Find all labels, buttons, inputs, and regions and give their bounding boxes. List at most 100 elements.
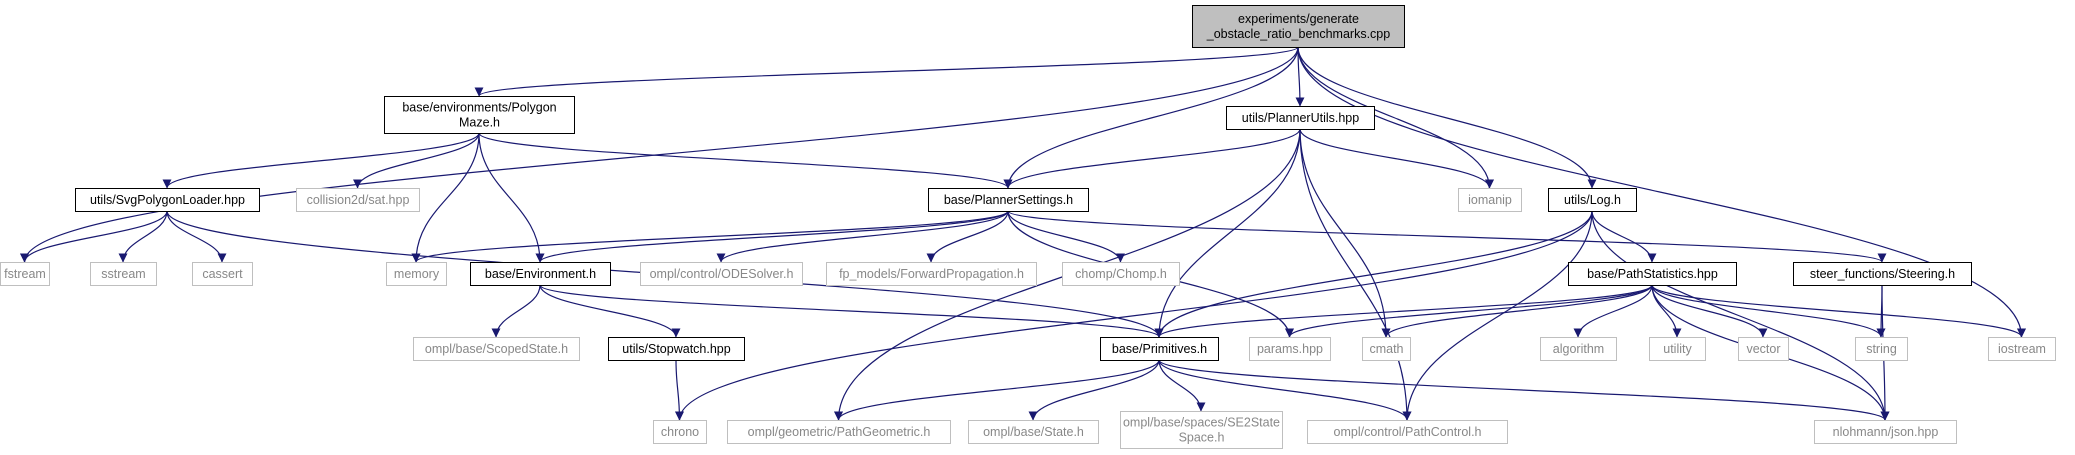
node-box	[1738, 337, 1789, 361]
node-box	[640, 262, 803, 286]
node-chrono: chrono	[653, 420, 707, 444]
node-label: iostream	[1998, 342, 2046, 356]
node-box	[1192, 5, 1405, 48]
node-root[interactable]: experiments/generate_obstacle_ratio_benc…	[1192, 5, 1405, 48]
node-label: nlohmann/json.hpp	[1833, 425, 1939, 439]
edge-planner-settings-to-steering	[1007, 210, 1887, 263]
edge-planner-settings-to-memory	[411, 210, 1009, 263]
edge-planner-utils-to-path-control	[1299, 128, 1412, 421]
edge-planner-utils-to-primitives	[1154, 128, 1301, 338]
node-box	[928, 188, 1089, 212]
edge-root-to-iostream	[1297, 46, 2026, 338]
edge-svg-loader-to-cassert	[166, 210, 227, 263]
edge-root-to-iomanip	[1297, 46, 1494, 189]
edge-polygon-maze-to-planner-settings	[478, 132, 1013, 189]
edge-stopwatch-to-chrono	[674, 359, 684, 421]
node-label: _obstacle_ratio_benchmarks.cpp	[1206, 27, 1390, 41]
node-planner-utils[interactable]: utils/PlannerUtils.hpp	[1226, 106, 1375, 130]
node-label: iomanip	[1468, 193, 1512, 207]
node-primitives[interactable]: base/Primitives.h	[1100, 337, 1219, 361]
node-box	[470, 262, 611, 286]
node-box	[1249, 337, 1331, 361]
node-utility: utility	[1649, 337, 1706, 361]
node-box	[1062, 262, 1180, 286]
node-label: chomp/Chomp.h	[1075, 267, 1167, 281]
node-box	[386, 262, 447, 286]
node-box	[1793, 262, 1972, 286]
node-label: utils/SvgPolygonLoader.hpp	[90, 193, 245, 207]
node-box	[90, 262, 157, 286]
node-box	[727, 420, 951, 444]
node-label: utils/Stopwatch.hpp	[622, 342, 730, 356]
edge-planner-settings-to-odesolver	[716, 210, 1009, 263]
node-planner-settings[interactable]: base/PlannerSettings.h	[928, 188, 1089, 212]
edge-primitives-to-path-geometric	[834, 359, 1160, 421]
node-sat: collision2d/sat.hpp	[296, 188, 420, 212]
edge-path-stats-to-algorithm	[1573, 284, 1653, 338]
node-cassert: cassert	[192, 262, 253, 286]
edge-polygon-maze-to-memory	[411, 132, 480, 263]
node-label: base/environments/Polygon	[402, 101, 556, 115]
node-box	[653, 420, 707, 444]
edge-polygon-maze-to-environment	[478, 132, 545, 263]
node-box	[296, 188, 420, 212]
node-chomp: chomp/Chomp.h	[1062, 262, 1180, 286]
edge-path-stats-to-cmath	[1381, 284, 1653, 338]
node-box	[75, 188, 260, 212]
node-path-stats[interactable]: base/PathStatistics.hpp	[1568, 262, 1737, 286]
node-box	[1100, 337, 1219, 361]
node-box	[1458, 188, 1522, 212]
edge-log-to-path-control	[1402, 210, 1593, 421]
node-label: chrono	[661, 425, 699, 439]
edge-primitives-to-path-control	[1158, 359, 1412, 421]
node-box	[0, 262, 50, 286]
node-memory: memory	[386, 262, 447, 286]
node-label: sstream	[101, 267, 145, 281]
node-label: base/PlannerSettings.h	[944, 193, 1073, 207]
node-label: fp_models/ForwardPropagation.h	[839, 267, 1024, 281]
node-label: utils/Log.h	[1564, 193, 1621, 207]
node-label: cassert	[202, 267, 243, 281]
node-label: cmath	[1369, 342, 1403, 356]
node-cmath: cmath	[1362, 337, 1411, 361]
node-params: params.hpp	[1249, 337, 1331, 361]
node-label: Space.h	[1179, 431, 1225, 445]
node-label: fstream	[4, 267, 46, 281]
edge-log-to-json	[1591, 210, 1890, 421]
node-label: base/Environment.h	[485, 267, 596, 281]
node-box	[1362, 337, 1411, 361]
node-box	[1568, 262, 1737, 286]
edge-path-stats-to-vector	[1651, 284, 1768, 338]
node-log[interactable]: utils/Log.h	[1548, 188, 1637, 212]
node-box	[1548, 188, 1637, 212]
node-label: algorithm	[1553, 342, 1604, 356]
node-label: ompl/base/spaces/SE2State	[1123, 416, 1280, 430]
node-box	[826, 262, 1037, 286]
node-iomanip: iomanip	[1458, 188, 1522, 212]
edge-primitives-to-ompl-state	[1028, 359, 1160, 421]
node-algorithm: algorithm	[1540, 337, 1617, 361]
edge-svg-loader-to-sstream	[118, 210, 168, 263]
edge-polygon-maze-to-sat	[353, 132, 480, 189]
edge-polygon-maze-to-svg-loader	[162, 132, 480, 189]
node-environment[interactable]: base/Environment.h	[470, 262, 611, 286]
node-stopwatch[interactable]: utils/Stopwatch.hpp	[608, 337, 745, 361]
node-svg-loader[interactable]: utils/SvgPolygonLoader.hpp	[75, 188, 260, 212]
edge-primitives-to-json	[1158, 359, 1890, 421]
edge-layer	[20, 46, 2026, 421]
node-forward-prop: fp_models/ForwardPropagation.h	[826, 262, 1037, 286]
edge-root-to-planner-settings	[1003, 46, 1299, 189]
edge-planner-utils-to-planner-settings	[1003, 128, 1301, 189]
node-label: memory	[394, 267, 440, 281]
node-steering[interactable]: steer_functions/Steering.h	[1793, 262, 1972, 286]
node-label: ompl/base/State.h	[983, 425, 1084, 439]
node-box	[1226, 106, 1375, 130]
edge-path-stats-to-primitives	[1154, 284, 1653, 338]
edge-root-to-fstream	[20, 46, 1299, 263]
node-box	[192, 262, 253, 286]
node-label: collision2d/sat.hpp	[307, 193, 410, 207]
edge-planner-settings-to-environment	[535, 210, 1009, 263]
